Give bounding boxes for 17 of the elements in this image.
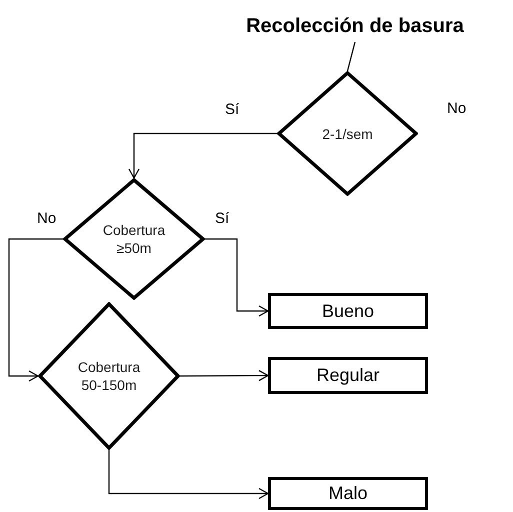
connector-line [346, 42, 356, 72]
edge-label: No [36, 211, 58, 226]
edge-label: Sí [214, 211, 230, 226]
arrow [205, 238, 269, 317]
result-box: Malo [268, 477, 428, 510]
decision-text: Cobertura ≥50m [102, 221, 166, 257]
arrow [8, 238, 63, 382]
decision-text: 2-1/sem [321, 124, 374, 142]
arrow [128, 132, 277, 179]
edge-label: Sí [224, 102, 240, 117]
arrow [180, 370, 269, 382]
branch-label: No [447, 101, 466, 116]
decision-text: Cobertura 50-150m [76, 358, 142, 394]
arrow [108, 450, 269, 500]
title-text: Recolección de basura [200, 12, 510, 40]
result-box: Bueno [268, 293, 428, 329]
result-box: Regular [268, 357, 428, 394]
